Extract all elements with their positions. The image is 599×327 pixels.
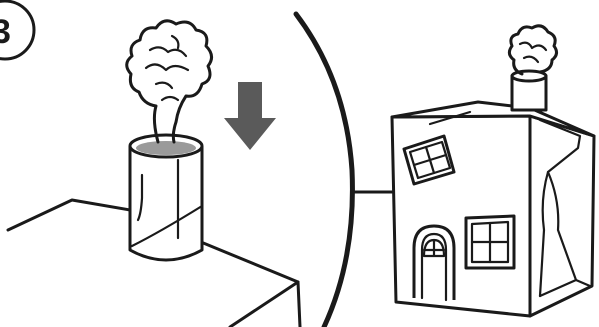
- arrow-down-icon: [224, 82, 276, 150]
- chimney-tube: [512, 71, 546, 110]
- step-number: 3: [0, 13, 11, 51]
- cardboard-tube: [130, 135, 202, 260]
- lower-window: [466, 216, 514, 268]
- divider-arc: [296, 14, 352, 327]
- front-door: [414, 226, 454, 300]
- step-badge: 3: [0, 1, 34, 59]
- chimney-smoke: [509, 26, 556, 74]
- paper-smoke: [127, 21, 212, 142]
